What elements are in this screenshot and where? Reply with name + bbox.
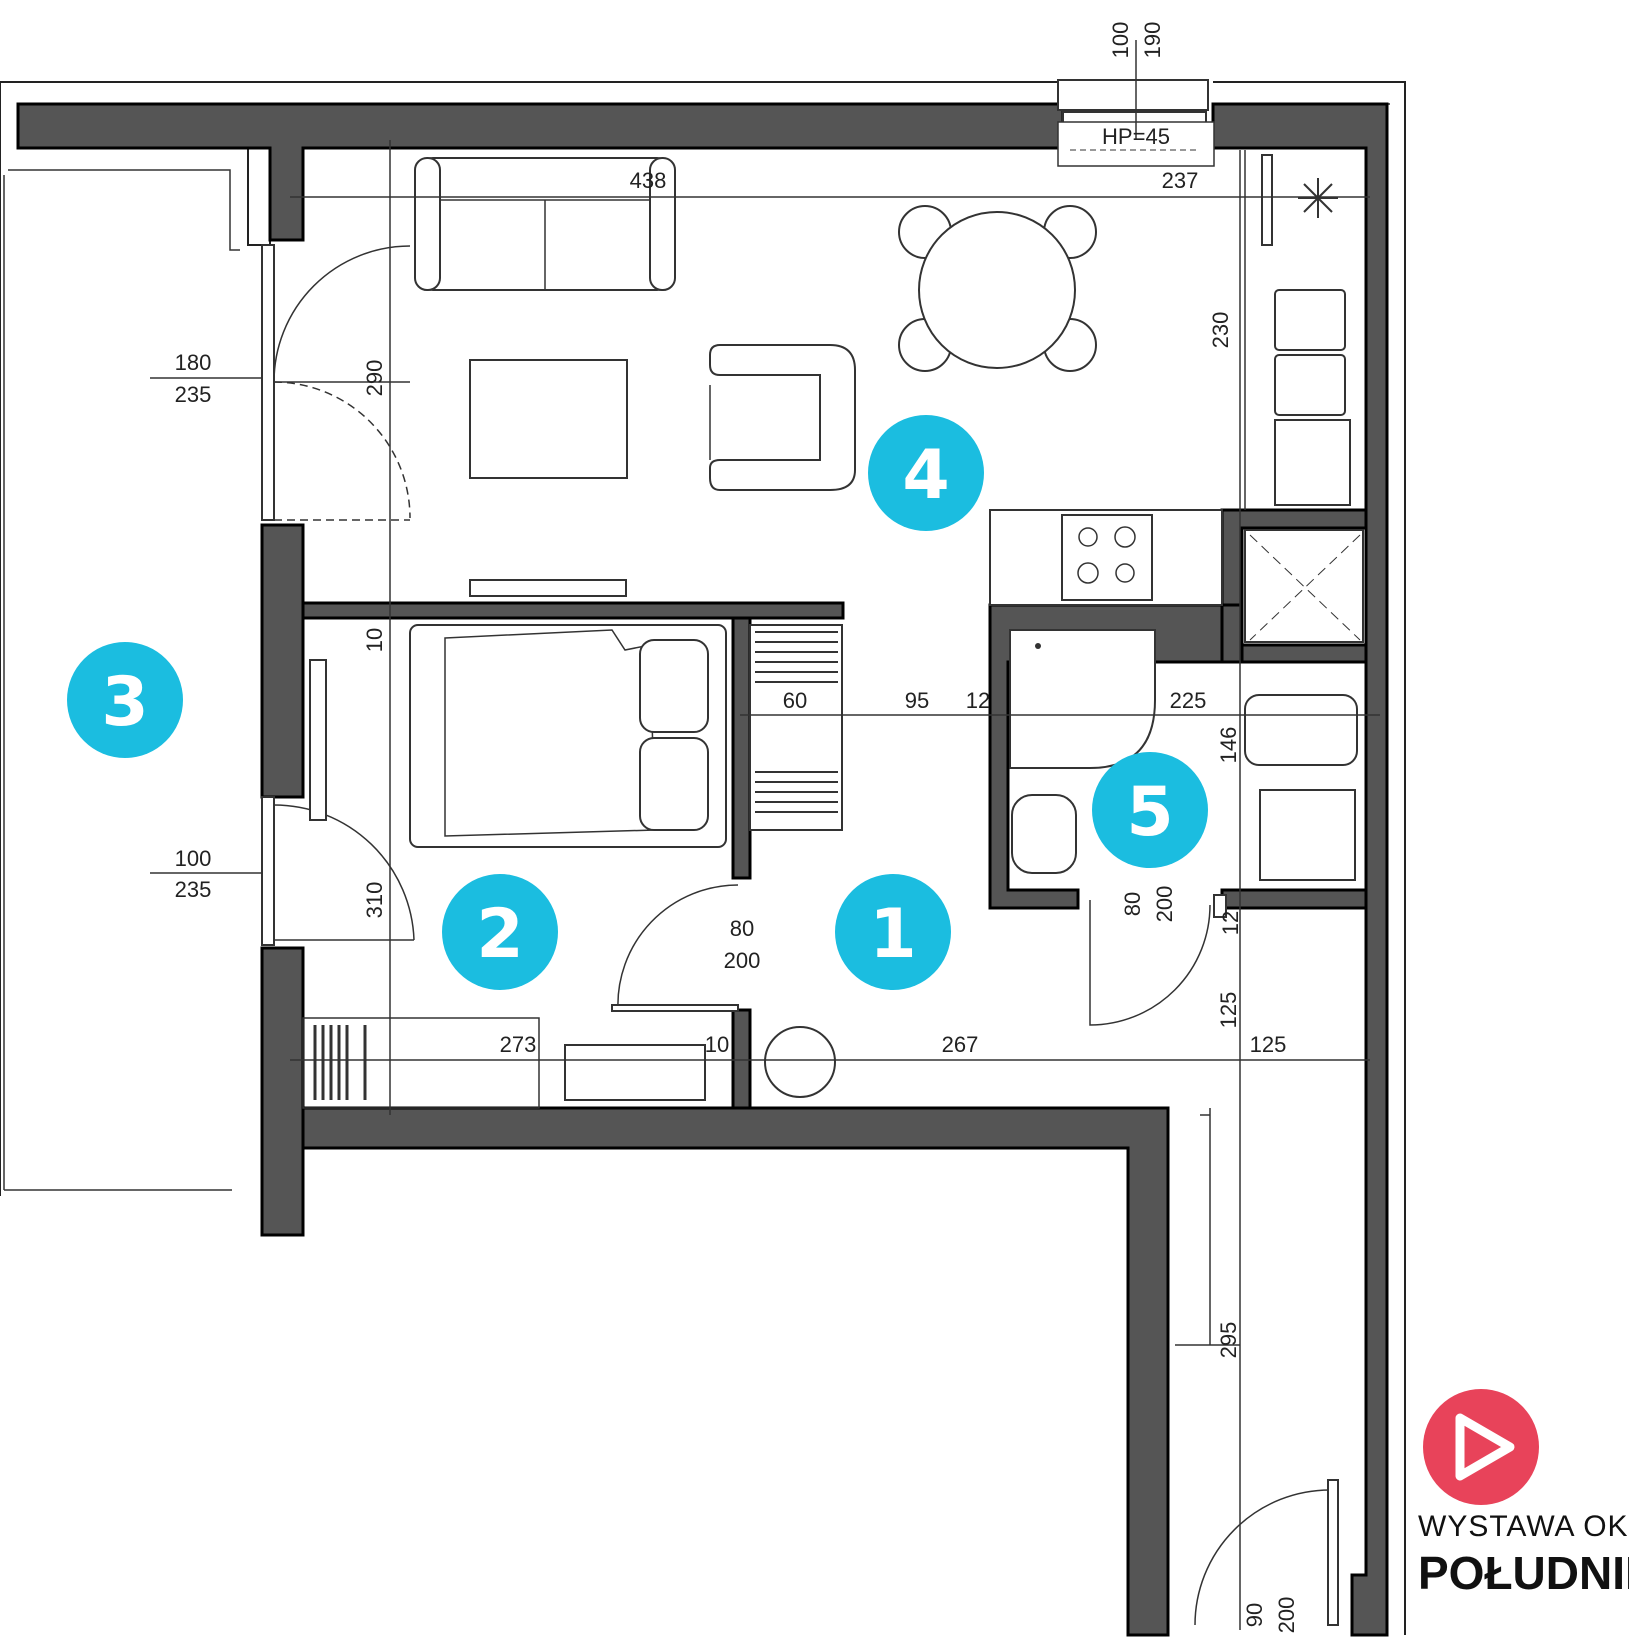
dim-10-a: 10 xyxy=(362,628,387,652)
wardrobe xyxy=(749,624,843,831)
dim-80-b: 80 xyxy=(1120,892,1145,916)
dim-95: 95 xyxy=(905,688,929,713)
dim-12-b: 12 xyxy=(1218,911,1243,935)
bed xyxy=(409,624,727,848)
dim-295: 295 xyxy=(1216,1322,1241,1359)
orientation-arrow-icon xyxy=(1423,1389,1539,1505)
sofa xyxy=(414,157,676,291)
dim-10-b: 10 xyxy=(705,1032,729,1057)
armchair xyxy=(709,344,856,491)
dim-235-b: 235 xyxy=(175,877,212,902)
dim-438: 438 xyxy=(630,168,667,193)
room-number-4: 4 xyxy=(902,436,949,515)
dim-235-a: 235 xyxy=(175,382,212,407)
walls xyxy=(16,102,1389,1637)
dim-290: 290 xyxy=(362,360,387,397)
room-number-2: 2 xyxy=(476,895,523,974)
shoe-rack xyxy=(302,1017,706,1109)
entrance-door xyxy=(1194,1479,1339,1626)
dim-310: 310 xyxy=(362,882,387,919)
dim-180: 180 xyxy=(175,350,212,375)
dim-200-a: 200 xyxy=(724,948,761,973)
dim-200-c: 200 xyxy=(1274,1597,1299,1634)
shaft xyxy=(1244,529,1364,643)
top-window xyxy=(1057,40,1215,167)
dim-hp: HP=45 xyxy=(1102,124,1170,149)
tv-stand xyxy=(469,579,627,597)
dim-125-a: 125 xyxy=(1216,992,1241,1029)
dimension-lines xyxy=(150,140,1380,1630)
room-badges: 1 2 3 4 5 xyxy=(67,415,1208,990)
dim-267: 267 xyxy=(942,1032,979,1057)
room-number-1: 1 xyxy=(869,895,916,974)
dim-225: 225 xyxy=(1170,688,1207,713)
room-badge-4 xyxy=(868,415,984,531)
dimension-labels: 438 237 230 290 180 235 10 60 95 12 225 … xyxy=(175,22,1299,1634)
dim-273: 273 xyxy=(500,1032,537,1057)
coffee-table xyxy=(469,359,628,479)
orientation-direction: POŁUDNIE xyxy=(1418,1547,1629,1599)
room-badge-2 xyxy=(442,874,558,990)
room-badge-1 xyxy=(835,874,951,990)
dim-top-100: 100 xyxy=(1108,22,1133,59)
dim-230: 230 xyxy=(1208,312,1233,349)
dim-237: 237 xyxy=(1162,168,1199,193)
dim-125-b: 125 xyxy=(1250,1032,1287,1057)
bathroom xyxy=(1009,629,1358,1026)
washing-machine xyxy=(764,1026,836,1098)
dim-12-a: 12 xyxy=(966,688,990,713)
dim-top-190: 190 xyxy=(1140,22,1165,59)
room-number-3: 3 xyxy=(101,663,148,742)
dim-80-a: 80 xyxy=(730,916,754,941)
dim-60: 60 xyxy=(783,688,807,713)
orientation-label: WYSTAWA OKIEN: xyxy=(1418,1510,1629,1543)
room-number-5: 5 xyxy=(1126,773,1173,852)
room-badge-3 xyxy=(67,642,183,758)
dim-146: 146 xyxy=(1216,727,1241,764)
dim-200-b: 200 xyxy=(1152,886,1177,923)
bedroom-door xyxy=(611,884,739,1012)
dim-100: 100 xyxy=(175,846,212,871)
room-badge-5 xyxy=(1092,752,1208,868)
dim-90: 90 xyxy=(1242,1603,1267,1627)
kitchen xyxy=(989,150,1351,606)
dining-table xyxy=(898,205,1097,372)
window-orientation: WYSTAWA OKIEN: POŁUDNIE xyxy=(1418,1510,1629,1600)
